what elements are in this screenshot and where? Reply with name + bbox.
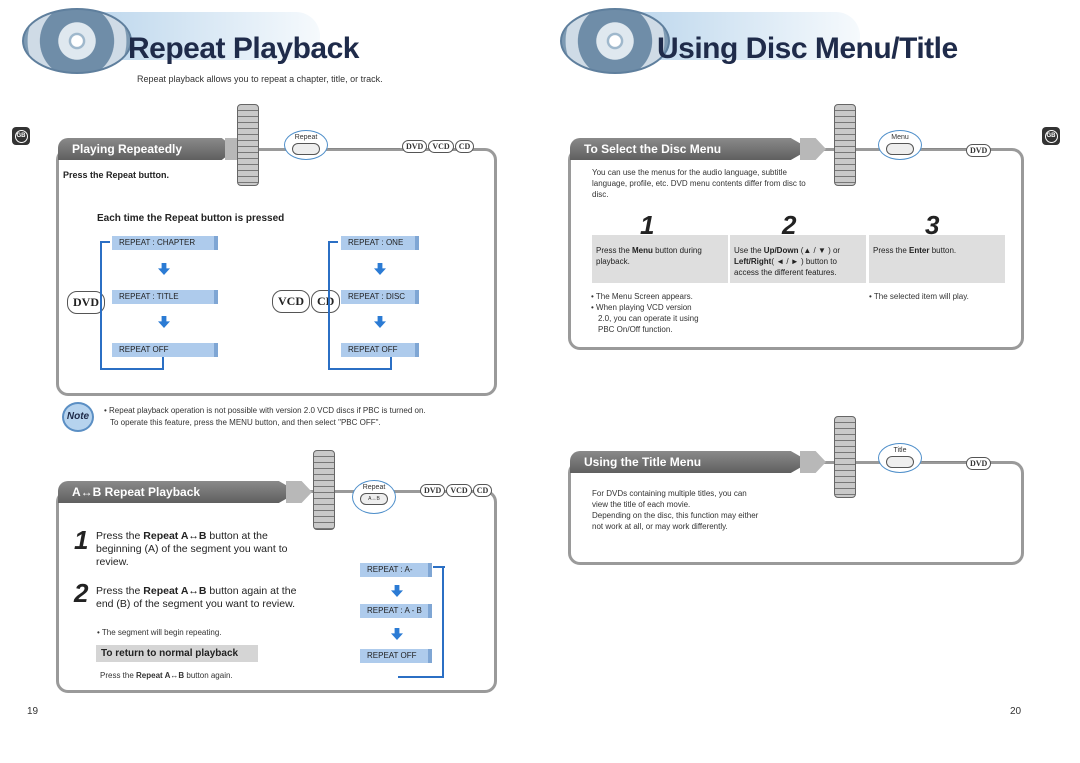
page-number: 19 xyxy=(27,706,39,717)
remote-control-icon xyxy=(834,416,856,498)
title-menu-text: For DVDs containing multiple titles, you… xyxy=(592,489,759,531)
dvd-badge: DVD xyxy=(402,140,428,153)
section-header: Playing Repeatedly xyxy=(58,138,236,160)
title-button-callout: Title xyxy=(878,443,922,473)
repeat-button-callout: Repeat xyxy=(284,130,328,160)
callout-line xyxy=(328,148,400,149)
section-header: Using the Title Menu xyxy=(570,451,810,473)
disc-icon xyxy=(22,8,132,74)
step-1-box: Press the Menu button during playback. xyxy=(592,235,728,283)
dvd-cycle-bracket-return xyxy=(100,351,164,370)
cd-badge: CD xyxy=(454,140,475,153)
return-instruction: Press the Repeat A↔B button again. xyxy=(100,671,233,680)
disc-type-badges: DVD VCD CD xyxy=(420,484,493,497)
remote-control-icon xyxy=(834,104,856,186)
step-number: 2 xyxy=(782,210,797,240)
dvd-badge: DVD xyxy=(420,484,446,497)
vcd-label: VCD xyxy=(272,290,310,313)
repeat-title-box: REPEAT : TITLE xyxy=(112,290,218,304)
step-2-box: Use the Up/Down (▲ / ▼ ) or Left/Right( … xyxy=(730,235,866,283)
remote-control-icon xyxy=(313,450,335,530)
step-number: 1 xyxy=(640,210,655,240)
repeat-ab-box: REPEAT : A - B xyxy=(360,604,432,618)
language-badge: GB xyxy=(1042,127,1060,145)
step-2-note: • The segment will begin repeating. xyxy=(97,628,222,637)
page-title: Using Disc Menu/Title xyxy=(657,32,958,65)
step-number: 2 xyxy=(74,578,89,608)
step-number: 3 xyxy=(925,210,940,240)
dvd-badge: DVD xyxy=(966,457,992,470)
dvd-label: DVD xyxy=(67,291,105,314)
cd-badge: CD xyxy=(472,484,493,497)
press-instruction: Press the Repeat button. xyxy=(63,170,170,180)
language-badge: GB xyxy=(12,127,30,145)
intro-text: Repeat playback allows you to repeat a c… xyxy=(137,74,383,84)
step-number: 1 xyxy=(74,525,89,555)
vcd-cycle-bracket-return xyxy=(328,351,392,370)
page-number: 20 xyxy=(1010,706,1022,717)
callout-line xyxy=(922,148,966,149)
title-menu-panel xyxy=(568,461,1024,565)
vcd-badge: VCD xyxy=(446,484,472,497)
remote-control-icon xyxy=(237,104,259,186)
vcd-cd-labels: VCD CD xyxy=(272,290,341,313)
disc-type-badges: DVD VCD CD xyxy=(402,140,475,153)
disc-menu-intro: You can use the menus for the audio lang… xyxy=(592,168,806,199)
vcd-badge: VCD xyxy=(428,140,454,153)
repeat-off-box: REPEAT OFF xyxy=(341,343,419,357)
callout-line xyxy=(922,461,966,462)
return-heading: To return to normal playback xyxy=(96,645,258,662)
header-arrow xyxy=(800,138,826,160)
repeat-disc-box: REPEAT : DISC xyxy=(341,290,419,304)
menu-button-callout: Menu xyxy=(878,130,922,160)
disc-icon xyxy=(560,8,670,74)
ab-cycle-bracket-top xyxy=(433,566,445,568)
note-line-1: • Repeat playback operation is not possi… xyxy=(104,406,426,415)
step-1-result: • The Menu Screen appears. • When playin… xyxy=(591,292,699,334)
repeat-off-box: REPEAT OFF xyxy=(112,343,218,357)
repeat-one-box: REPEAT : ONE xyxy=(341,236,419,250)
repeat-off-box: REPEAT OFF xyxy=(360,649,432,663)
section-header: A↔B Repeat Playback xyxy=(58,481,298,503)
section-header: To Select the Disc Menu xyxy=(570,138,810,160)
note-line-2: To operate this feature, press the MENU … xyxy=(110,418,381,427)
page-title: Repeat Playback xyxy=(128,32,359,65)
repeat-chapter-box: REPEAT : CHAPTER xyxy=(112,236,218,250)
header-arrow xyxy=(800,451,826,473)
note-icon: Note xyxy=(62,402,94,432)
step-3-result: • The selected item will play. xyxy=(869,292,969,301)
step-3-box: Press the Enter button. xyxy=(869,235,1005,283)
step-1-text: Press the Repeat A↔B button at the begin… xyxy=(96,530,288,568)
ab-cycle-bracket xyxy=(398,567,444,678)
each-time-heading: Each time the Repeat button is pressed xyxy=(97,213,285,224)
repeat-a-box: REPEAT : A- xyxy=(360,563,432,577)
dvd-badge: DVD xyxy=(966,144,992,157)
header-arrow xyxy=(286,481,312,503)
step-2-text: Press the Repeat A↔B button again at the… xyxy=(96,585,297,610)
cd-label: CD xyxy=(311,290,341,313)
